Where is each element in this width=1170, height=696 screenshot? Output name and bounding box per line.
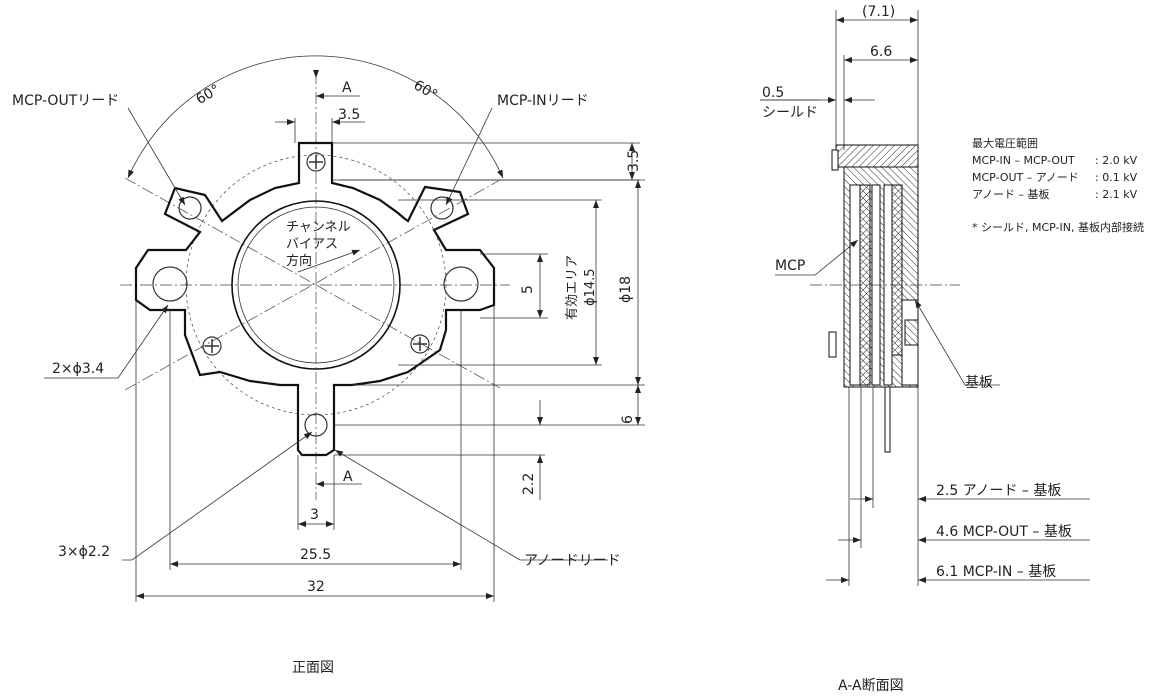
lead-hole-mcp-out bbox=[178, 196, 202, 220]
diag-center-line-1 bbox=[124, 177, 501, 389]
label-channel-bias-2: バイアス bbox=[286, 237, 338, 252]
mount-hole-left bbox=[152, 266, 188, 302]
dim-mcpin-substrate: 6.1 MCP-IN – 基板 bbox=[936, 563, 1056, 580]
label-mcp-out-lead: MCP-OUTリード bbox=[12, 93, 119, 109]
label-substrate: 基板 bbox=[965, 374, 993, 391]
note-row-3-name: アノード – 基板 bbox=[972, 187, 1050, 201]
label-channel-bias-3: 方向 bbox=[286, 253, 312, 269]
caption-section-view: A-A断面図 bbox=[838, 678, 904, 694]
label-mcp: MCP bbox=[775, 258, 805, 274]
dim-anode-substrate: 2.5 アノード – 基板 bbox=[936, 482, 1061, 499]
dim-5: 5 bbox=[520, 285, 536, 294]
mount-hole-right bbox=[443, 266, 479, 302]
note-row-2-name: MCP-OUT – アノード bbox=[972, 171, 1079, 184]
dim-25-5: 25.5 bbox=[300, 547, 331, 563]
dim-3: 3 bbox=[310, 507, 319, 523]
note-row-1-name: MCP-IN – MCP-OUT bbox=[972, 154, 1075, 167]
label-holes-large: 2×ϕ3.4 bbox=[52, 361, 104, 377]
notes-title: 最大電圧範囲 bbox=[972, 136, 1038, 150]
label-holes-small: 3×ϕ2.2 bbox=[58, 544, 110, 560]
dim-3-5-top: 3.5 bbox=[338, 107, 360, 123]
note-row-3-value: : 2.1 kV bbox=[1095, 188, 1138, 201]
label-channel-bias-1: チャンネル bbox=[286, 220, 351, 235]
dim-3-5-side: 3.5 bbox=[626, 150, 642, 172]
label-effective-area-2: ϕ14.5 bbox=[583, 268, 598, 306]
angle-left-label: 60° bbox=[193, 82, 223, 108]
screw-lower-left bbox=[202, 336, 222, 356]
screw-lower-right bbox=[410, 334, 430, 354]
dim-phi18: ϕ18 bbox=[618, 276, 634, 303]
dim-6: 6 bbox=[620, 415, 636, 424]
diag-center-line-2 bbox=[124, 179, 501, 391]
dim-0-5: 0.5 bbox=[762, 85, 784, 101]
section-mark-top: A bbox=[342, 80, 352, 96]
label-effective-area-1: 有効エリア bbox=[565, 255, 580, 320]
angle-arc bbox=[127, 55, 504, 179]
active-area-circle bbox=[231, 200, 401, 370]
dim-7-1: (7.1) bbox=[862, 4, 895, 20]
caption-front-view: 正面図 bbox=[292, 660, 334, 676]
label-mcp-in-lead: MCP-INリード bbox=[497, 93, 589, 109]
note-row-1-value: : 2.0 kV bbox=[1095, 154, 1138, 167]
lead-hole-anode bbox=[304, 413, 328, 437]
screw-top bbox=[306, 152, 326, 172]
front-view: MCP-OUTリード MCP-INリード 60° 60° A 3.5 チャンネル… bbox=[12, 55, 645, 676]
label-anode-lead: アノードリード bbox=[524, 553, 621, 569]
dim-32: 32 bbox=[307, 579, 325, 595]
anode-plate bbox=[891, 184, 903, 356]
dim-2-2: 2.2 bbox=[521, 473, 537, 495]
section-mark-bottom: A bbox=[343, 469, 353, 485]
label-shield: シールド bbox=[762, 105, 818, 121]
dim-mcpout-substrate: 4.6 MCP-OUT – 基板 bbox=[936, 523, 1072, 540]
front-body-outline bbox=[134, 141, 496, 457]
note-row-2-value: : 0.1 kV bbox=[1095, 171, 1138, 184]
dim-6-6: 6.6 bbox=[870, 44, 892, 60]
section-view: (7.1) 6.6 0.5 シールド MCP 基板 2.5 アノード – 基板 … bbox=[760, 4, 1144, 694]
shield-plate bbox=[835, 144, 919, 168]
lead-hole-mcp-in bbox=[430, 196, 454, 220]
notes-footnote: * シールド, MCP-IN, 基板内部接続 bbox=[972, 220, 1144, 234]
inner-ring bbox=[237, 206, 395, 364]
lead-pin bbox=[884, 386, 891, 453]
